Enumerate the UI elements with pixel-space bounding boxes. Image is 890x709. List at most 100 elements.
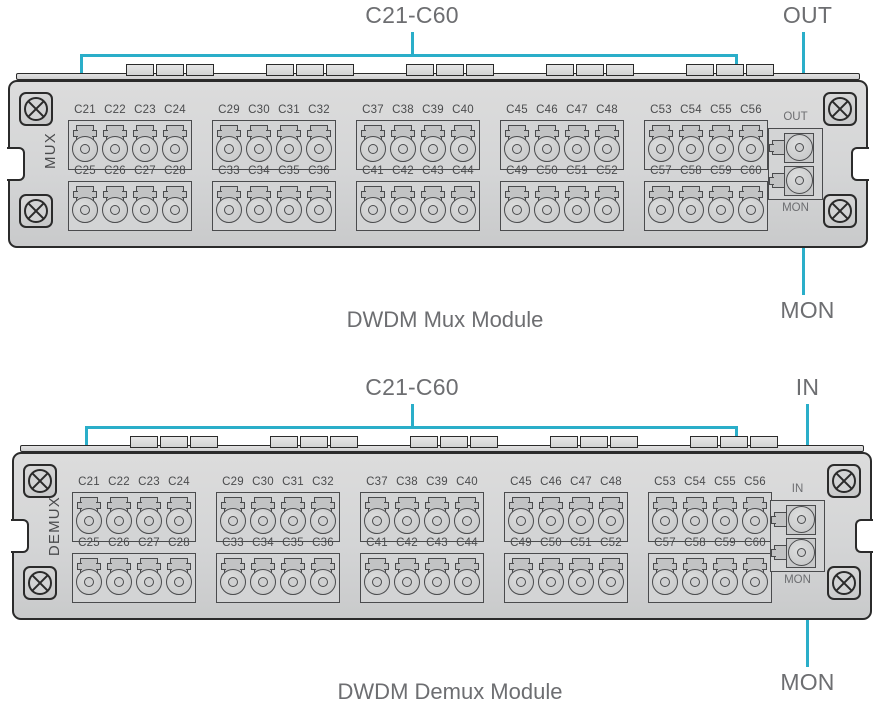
demux-port-C42[interactable]: [394, 558, 420, 598]
mux-port-C34[interactable]: [246, 186, 272, 226]
mux-port-C46[interactable]: [534, 125, 560, 165]
demux-port-C29[interactable]: [220, 497, 246, 537]
demux-port-C22[interactable]: [106, 497, 132, 537]
demux-port-C45[interactable]: [508, 497, 534, 537]
mux-port-label-C35: C35: [278, 165, 300, 177]
demux-port-label-C48: C48: [600, 476, 622, 488]
mux-mon-port[interactable]: [769, 166, 818, 196]
demux-in-port[interactable]: [771, 505, 820, 535]
mux-port-C39[interactable]: [420, 125, 446, 165]
demux-port-C28[interactable]: [166, 558, 192, 598]
demux-port-C48[interactable]: [598, 497, 624, 537]
mux-port-C30[interactable]: [246, 125, 272, 165]
mux-port-C55[interactable]: [708, 125, 734, 165]
demux-port-C40[interactable]: [454, 497, 480, 537]
mux-callout-bracket: [80, 54, 738, 57]
mux-port-C23[interactable]: [132, 125, 158, 165]
demux-port-C26[interactable]: [106, 558, 132, 598]
demux-rail-tab: [690, 436, 718, 448]
mux-port-C57[interactable]: [648, 186, 674, 226]
mux-port-C38[interactable]: [390, 125, 416, 165]
mux-port-C48[interactable]: [594, 125, 620, 165]
mux-port-C37[interactable]: [360, 125, 386, 165]
mux-port-C52[interactable]: [594, 186, 620, 226]
demux-port-C30[interactable]: [250, 497, 276, 537]
demux-port-C50[interactable]: [538, 558, 564, 598]
mux-port-C27[interactable]: [132, 186, 158, 226]
demux-port-C41[interactable]: [364, 558, 390, 598]
mux-port-C49[interactable]: [504, 186, 530, 226]
mux-port-C29[interactable]: [216, 125, 242, 165]
demux-port-C51[interactable]: [568, 558, 594, 598]
demux-port-C32[interactable]: [310, 497, 336, 537]
demux-port-C54[interactable]: [682, 497, 708, 537]
demux-port-C33[interactable]: [220, 558, 246, 598]
demux-port-C25[interactable]: [76, 558, 102, 598]
mux-port-label-C32: C32: [308, 104, 330, 116]
mux-port-C51[interactable]: [564, 186, 590, 226]
mux-port-C54[interactable]: [678, 125, 704, 165]
mux-port-label-C36: C36: [308, 165, 330, 177]
mux-port-C41[interactable]: [360, 186, 386, 226]
mux-port-C44[interactable]: [450, 186, 476, 226]
demux-port-C38[interactable]: [394, 497, 420, 537]
demux-port-C52[interactable]: [598, 558, 624, 598]
mux-rail-tab: [156, 64, 184, 76]
demux-rail-tab: [300, 436, 328, 448]
mux-port-label-C23: C23: [134, 104, 156, 116]
mux-port-C59[interactable]: [708, 186, 734, 226]
demux-port-C34[interactable]: [250, 558, 276, 598]
mux-port-C43[interactable]: [420, 186, 446, 226]
mux-port-C35[interactable]: [276, 186, 302, 226]
mux-rail-tab: [576, 64, 604, 76]
mux-port-C53[interactable]: [648, 125, 674, 165]
mux-port-C25[interactable]: [72, 186, 98, 226]
demux-port-C46[interactable]: [538, 497, 564, 537]
demux-mon-port[interactable]: [771, 538, 820, 568]
demux-port-C36[interactable]: [310, 558, 336, 598]
demux-port-C47[interactable]: [568, 497, 594, 537]
demux-port-C43[interactable]: [424, 558, 450, 598]
demux-port-C55[interactable]: [712, 497, 738, 537]
demux-port-C53[interactable]: [652, 497, 678, 537]
demux-port-C57[interactable]: [652, 558, 678, 598]
mux-port-C60[interactable]: [738, 186, 764, 226]
demux-port-label-C21: C21: [78, 476, 100, 488]
demux-side-label: DEMUX: [46, 496, 63, 557]
mux-port-C42[interactable]: [390, 186, 416, 226]
mux-port-C22[interactable]: [102, 125, 128, 165]
mux-port-C24[interactable]: [162, 125, 188, 165]
mux-port-C31[interactable]: [276, 125, 302, 165]
mux-port-C28[interactable]: [162, 186, 188, 226]
demux-port-label-C39: C39: [426, 476, 448, 488]
mux-port-C36[interactable]: [306, 186, 332, 226]
mux-port-C58[interactable]: [678, 186, 704, 226]
demux-port-C27[interactable]: [136, 558, 162, 598]
demux-port-C58[interactable]: [682, 558, 708, 598]
mux-port-C26[interactable]: [102, 186, 128, 226]
mux-left-notch: [7, 147, 25, 181]
demux-port-C56[interactable]: [742, 497, 768, 537]
mux-port-C21[interactable]: [72, 125, 98, 165]
mux-port-C33[interactable]: [216, 186, 242, 226]
demux-port-C24[interactable]: [166, 497, 192, 537]
mux-port-C56[interactable]: [738, 125, 764, 165]
demux-port-C60[interactable]: [742, 558, 768, 598]
demux-port-C39[interactable]: [424, 497, 450, 537]
demux-port-C49[interactable]: [508, 558, 534, 598]
mux-port-C45[interactable]: [504, 125, 530, 165]
demux-port-C37[interactable]: [364, 497, 390, 537]
mux-port-C32[interactable]: [306, 125, 332, 165]
demux-port-C44[interactable]: [454, 558, 480, 598]
mux-port-C47[interactable]: [564, 125, 590, 165]
mux-port-C50[interactable]: [534, 186, 560, 226]
demux-port-C21[interactable]: [76, 497, 102, 537]
demux-port-C23[interactable]: [136, 497, 162, 537]
mux-port-C40[interactable]: [450, 125, 476, 165]
demux-port-C35[interactable]: [280, 558, 306, 598]
demux-port-C31[interactable]: [280, 497, 306, 537]
mux-out-port[interactable]: [769, 133, 818, 163]
demux-port-C59[interactable]: [712, 558, 738, 598]
